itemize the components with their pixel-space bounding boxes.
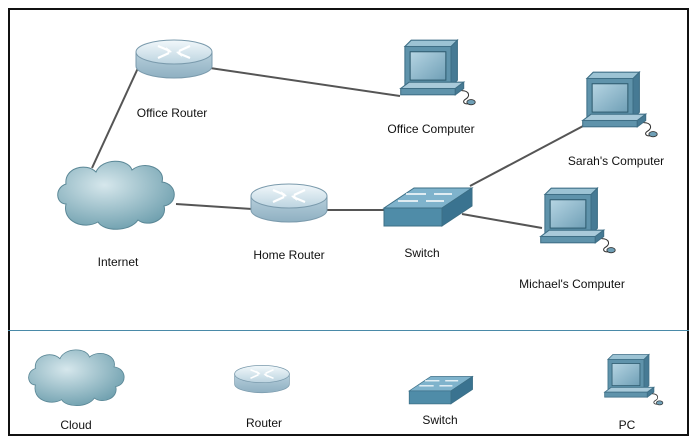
legend-cloud-icon	[28, 349, 125, 407]
link-switch-michaels-computer	[461, 213, 543, 229]
office-computer-label: Office Computer	[387, 122, 475, 136]
legend-switch-icon	[408, 375, 474, 405]
link-office-router-office-computer	[209, 67, 401, 97]
link-internet-home-router	[175, 203, 253, 210]
legend-switch-label: Switch	[422, 413, 458, 427]
legend-pc-icon	[604, 354, 664, 406]
sarahs-computer-label: Sarah's Computer	[567, 154, 665, 168]
internet-cloud-icon	[57, 160, 175, 230]
links	[91, 67, 586, 229]
home-router-label: Home Router	[253, 248, 325, 262]
legend-router-icon	[233, 364, 291, 394]
michaels-computer-icon	[540, 187, 616, 254]
switch-label: Switch	[404, 246, 440, 260]
internet-label: Internet	[97, 255, 139, 269]
michaels-computer-label: Michael's Computer	[519, 277, 625, 291]
sarahs-computer-icon	[582, 71, 658, 138]
office-router-icon	[134, 38, 214, 80]
legend-pc-label: PC	[618, 418, 636, 432]
legend-separator	[8, 330, 689, 331]
legend-router-label: Router	[245, 416, 283, 430]
link-internet-office-router	[91, 67, 139, 169]
home-router-icon	[249, 182, 329, 224]
legend-cloud-label: Cloud	[60, 418, 92, 432]
link-switch-sarahs-computer	[469, 124, 586, 187]
switch-icon	[383, 187, 473, 227]
office-computer-icon	[400, 39, 476, 106]
office-router-label: Office Router	[136, 106, 208, 120]
